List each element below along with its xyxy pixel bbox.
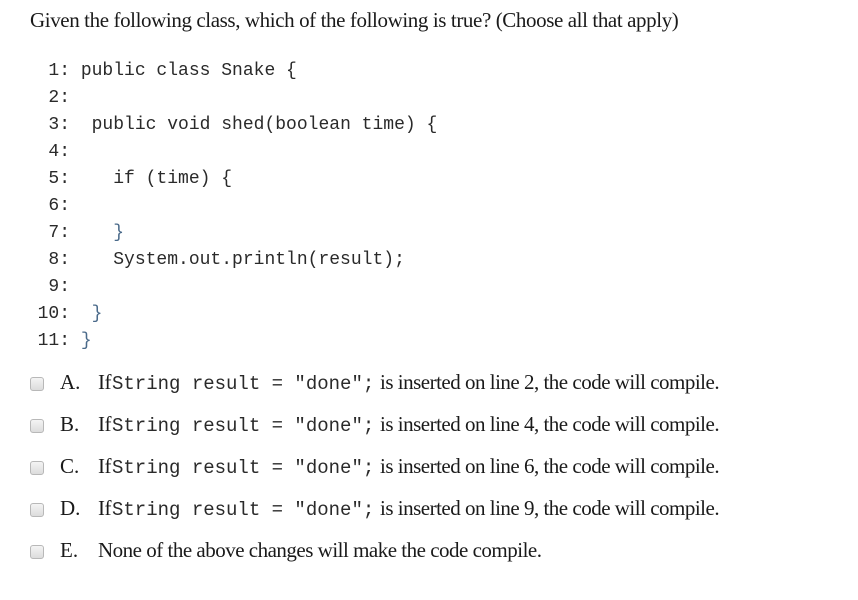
indent (81, 304, 92, 324)
indent (81, 250, 113, 270)
option-prefix: If (98, 453, 112, 478)
code-text: if (time) { (113, 169, 233, 189)
indent (81, 115, 92, 135)
option-c[interactable]: C. IfString result = "done"; is inserted… (30, 445, 720, 487)
code-line: 3: public void shed(boolean time) { (30, 112, 437, 139)
code-text: } (80, 331, 92, 351)
option-text: IfString result = "done"; is inserted on… (98, 411, 720, 437)
option-c-checkbox[interactable] (30, 461, 44, 475)
code-line: 8: System.out.println(result); (30, 247, 437, 274)
line-number: 8: (48, 250, 70, 270)
option-text: IfString result = "done"; is inserted on… (98, 453, 720, 479)
code-text: public void shed(boolean time) { (91, 115, 438, 135)
code-text: } (91, 304, 103, 324)
code-line: 9: (30, 274, 437, 301)
question-prompt: Given the following class, which of the … (30, 8, 679, 32)
option-suffix: is inserted on line 2, the code will com… (380, 369, 720, 394)
code-line: 1: public class Snake { (30, 58, 437, 85)
line-number: 3: (48, 115, 70, 135)
option-e[interactable]: E. None of the above changes will make t… (30, 529, 719, 571)
option-text: None of the above changes will make the … (98, 537, 542, 562)
option-a-checkbox[interactable] (30, 377, 44, 391)
answer-options: A. IfString result = "done"; is inserted… (30, 361, 720, 571)
code-line: 11: } (30, 328, 437, 355)
line-number: 7: (48, 223, 70, 243)
option-code: String result = "done"; (112, 456, 375, 479)
option-prefix: If (98, 369, 112, 394)
line-number: 10: (37, 304, 70, 324)
option-prefix: If (98, 495, 112, 520)
line-number: 4: (48, 142, 70, 162)
option-b[interactable]: B. IfString result = "done"; is inserted… (30, 403, 720, 445)
option-letter: C. (60, 453, 80, 478)
option-letter: E. (60, 537, 79, 562)
option-d[interactable]: D. IfString result = "done"; is inserted… (30, 487, 720, 529)
option-text: IfString result = "done"; is inserted on… (98, 369, 720, 395)
code-line: 4: (30, 139, 437, 166)
option-d-checkbox[interactable] (30, 503, 44, 517)
option-b-checkbox[interactable] (30, 419, 44, 433)
option-prefix: If (98, 411, 112, 436)
option-a[interactable]: A. IfString result = "done"; is inserted… (30, 361, 720, 403)
option-suffix: is inserted on line 6, the code will com… (380, 453, 720, 478)
option-e-checkbox[interactable] (30, 545, 44, 559)
line-number: 1: (48, 61, 70, 81)
code-listing: 1: public class Snake { 2: 3: public voi… (30, 58, 438, 355)
code-line: 7: } (30, 220, 437, 247)
code-text: public class Snake { (80, 61, 297, 81)
option-code: String result = "done"; (112, 498, 375, 521)
line-number: 2: (48, 88, 70, 108)
line-number: 9: (48, 277, 70, 297)
option-code: String result = "done"; (112, 414, 375, 437)
option-suffix: is inserted on line 9, the code will com… (380, 495, 720, 520)
option-text: IfString result = "done"; is inserted on… (98, 495, 720, 521)
option-letter: B. (60, 411, 80, 436)
option-letter: D. (60, 495, 81, 520)
indent (81, 223, 113, 243)
indent (81, 169, 113, 189)
code-line: 2: (30, 85, 437, 112)
code-line: 6: (30, 193, 437, 220)
line-number: 5: (48, 169, 70, 189)
code-text: } (113, 223, 125, 243)
code-line: 10: } (30, 301, 437, 328)
option-letter: A. (60, 369, 81, 394)
line-number: 6: (48, 196, 70, 216)
option-suffix: is inserted on line 4, the code will com… (380, 411, 720, 436)
code-line: 5: if (time) { (30, 166, 437, 193)
code-text: System.out.println(result); (113, 250, 405, 270)
option-code: String result = "done"; (112, 372, 375, 395)
line-number: 11: (37, 331, 70, 351)
